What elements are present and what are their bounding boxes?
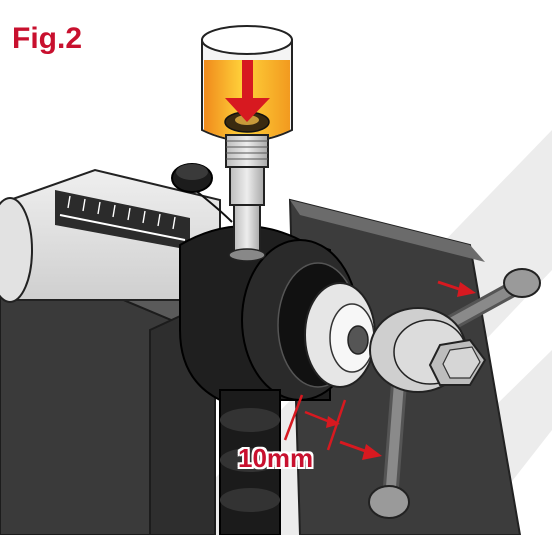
chuck-handle [368, 268, 541, 519]
scale-drum [0, 168, 221, 303]
dimension-lines [283, 394, 347, 451]
scale-ticks [67, 195, 176, 230]
oil-fitting [225, 134, 269, 262]
main-housing [179, 225, 359, 401]
spindle-collar [304, 282, 376, 388]
support-column [219, 389, 281, 535]
arrow-right-icon [339, 280, 476, 460]
gap-dimension-label: 10mm [238, 443, 314, 473]
dust-cap [171, 163, 233, 223]
figure-label: Fig.2 [12, 22, 83, 55]
arrow-down-icon [225, 60, 270, 122]
